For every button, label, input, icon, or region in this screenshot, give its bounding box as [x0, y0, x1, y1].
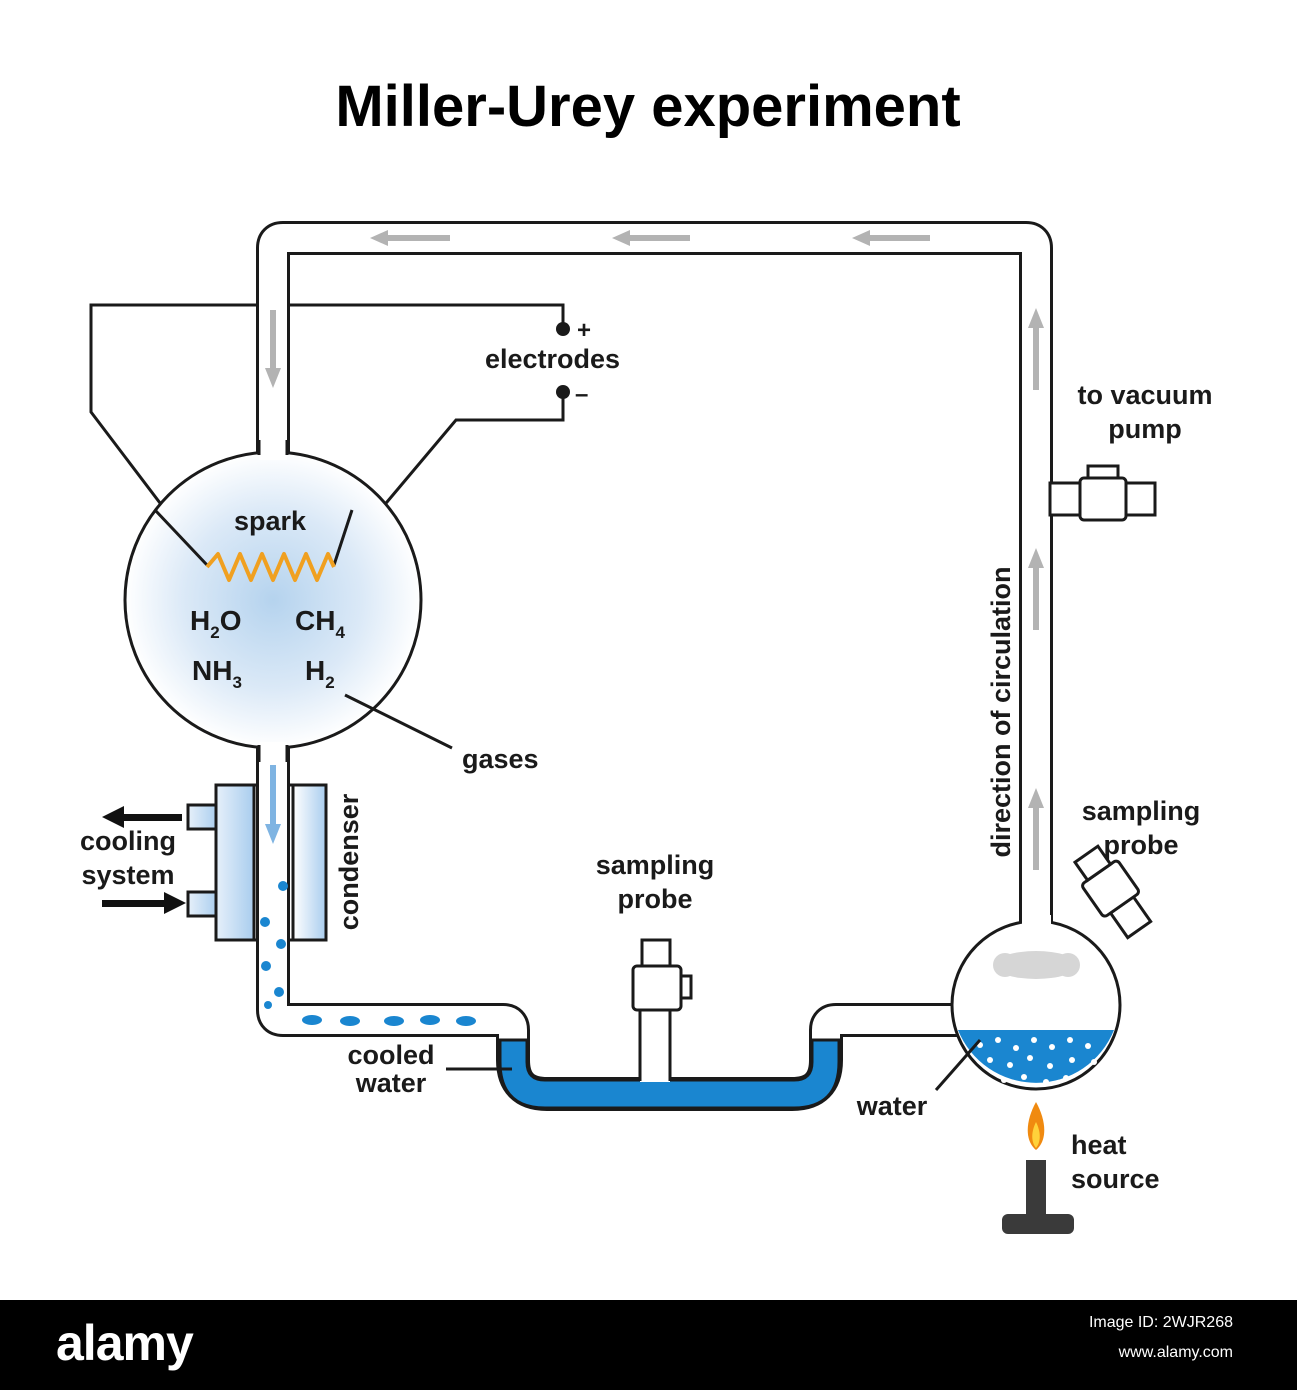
- stock-footer: alamy Image ID: 2WJR268 www.alamy.com: [0, 1300, 1297, 1390]
- diagram-title: Miller-Urey experiment: [335, 74, 960, 139]
- arrow-left-icon: [612, 230, 690, 246]
- to-vacuum-pump-label-line2: pump: [1108, 414, 1182, 444]
- formula-ch4: CH4: [295, 605, 345, 642]
- cooled-water-label: cooled: [347, 1040, 434, 1070]
- condenser: [186, 783, 328, 942]
- cooling-arrows: [102, 806, 186, 914]
- flask-sampling-probe: [1072, 844, 1153, 940]
- electrode-plus-terminal: [556, 322, 570, 336]
- gases-leader-line: [344, 693, 453, 750]
- heat-source-label: heat: [1071, 1130, 1127, 1160]
- arrow-down-icon: [265, 310, 281, 388]
- arrow-right-icon: [102, 892, 186, 914]
- electrode-minus-sign: –: [575, 381, 588, 408]
- vacuum-branch: [1031, 464, 1157, 522]
- water-leader-line: [934, 1039, 982, 1091]
- cooled-water-trap: [498, 1038, 841, 1110]
- formula-h2o: H2O: [190, 605, 241, 642]
- electrode-plus-sign: +: [577, 317, 591, 344]
- spark-label: spark: [234, 506, 307, 536]
- condenser-label: condenser: [334, 793, 364, 930]
- arrow-left-icon: [852, 230, 930, 246]
- arrow-left-icon: [102, 806, 182, 828]
- middle-sampling-probe-label-line2: probe: [617, 884, 692, 914]
- arrow-up-icon: [1028, 308, 1044, 390]
- arrow-up-icon: [1028, 788, 1044, 870]
- miller-urey-diagram: Miller-Urey experiment + – electrodes: [80, 74, 1213, 1234]
- electrodes-label: electrodes: [485, 344, 620, 374]
- cooled-water-label-line2: water: [355, 1068, 427, 1098]
- condensation-droplets: [260, 881, 476, 1026]
- gases-label: gases: [462, 744, 539, 774]
- burner: [1002, 1102, 1074, 1234]
- arrow-left-icon: [370, 230, 450, 246]
- middle-sampling-probe-label: sampling: [596, 850, 715, 880]
- heat-source-label-line2: source: [1071, 1164, 1160, 1194]
- formula-nh3: NH3: [192, 655, 242, 692]
- circulation-arrows: [265, 230, 1044, 870]
- water-label: water: [856, 1091, 928, 1121]
- condenser-arrow-down-icon: [265, 765, 281, 844]
- cooling-system-label: cooling: [80, 826, 176, 856]
- electrode-minus-terminal: [556, 385, 570, 399]
- vapor-cloud: [994, 951, 1078, 979]
- arrow-up-icon: [1028, 548, 1044, 630]
- alamy-logo: alamy: [56, 1315, 194, 1371]
- vacuum-valve: [1078, 476, 1128, 522]
- image-id: Image ID: 2WJR268: [1088, 1314, 1233, 1331]
- middle-sampling-probe: [631, 938, 693, 1082]
- formula-h2: H2: [305, 655, 335, 692]
- spark-zigzag: [205, 552, 336, 582]
- cooling-system-label-line2: system: [81, 860, 174, 890]
- reaction-flask: [123, 440, 423, 762]
- flask-sampling-probe-label-line2: probe: [1103, 830, 1178, 860]
- to-vacuum-pump-label: to vacuum: [1077, 380, 1212, 410]
- flask-sampling-probe-label: sampling: [1082, 796, 1201, 826]
- direction-of-circulation-label: direction of circulation: [986, 566, 1016, 857]
- heating-flask: [950, 915, 1122, 1091]
- electrode-wires: [89, 303, 565, 566]
- site-url: www.alamy.com: [1118, 1344, 1233, 1361]
